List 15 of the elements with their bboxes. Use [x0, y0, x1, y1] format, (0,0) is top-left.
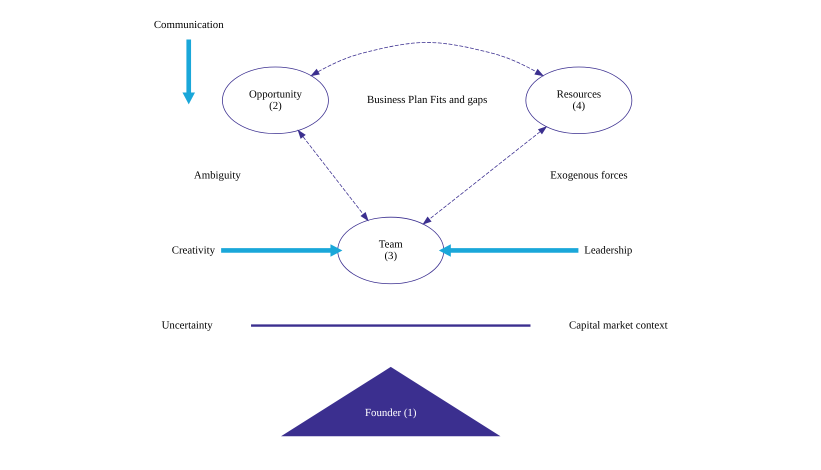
- label: Business Plan Fits and gaps: [366, 94, 488, 106]
- node-text: Creativity: [172, 244, 216, 256]
- label: Exogenous forces: [550, 169, 628, 182]
- node-bar: [251, 324, 530, 327]
- label: Uncertainty: [162, 319, 213, 332]
- arrow: [298, 130, 369, 222]
- node-text: Communication: [154, 19, 224, 32]
- label: Ambiguity: [194, 169, 241, 182]
- arrow: [182, 40, 196, 104]
- arrow: [438, 244, 578, 257]
- node-text: Leadership: [584, 244, 632, 256]
- arrow: [221, 244, 342, 257]
- arrow: [422, 126, 548, 225]
- arrow: [310, 42, 544, 76]
- label: Capital market context: [569, 319, 668, 332]
